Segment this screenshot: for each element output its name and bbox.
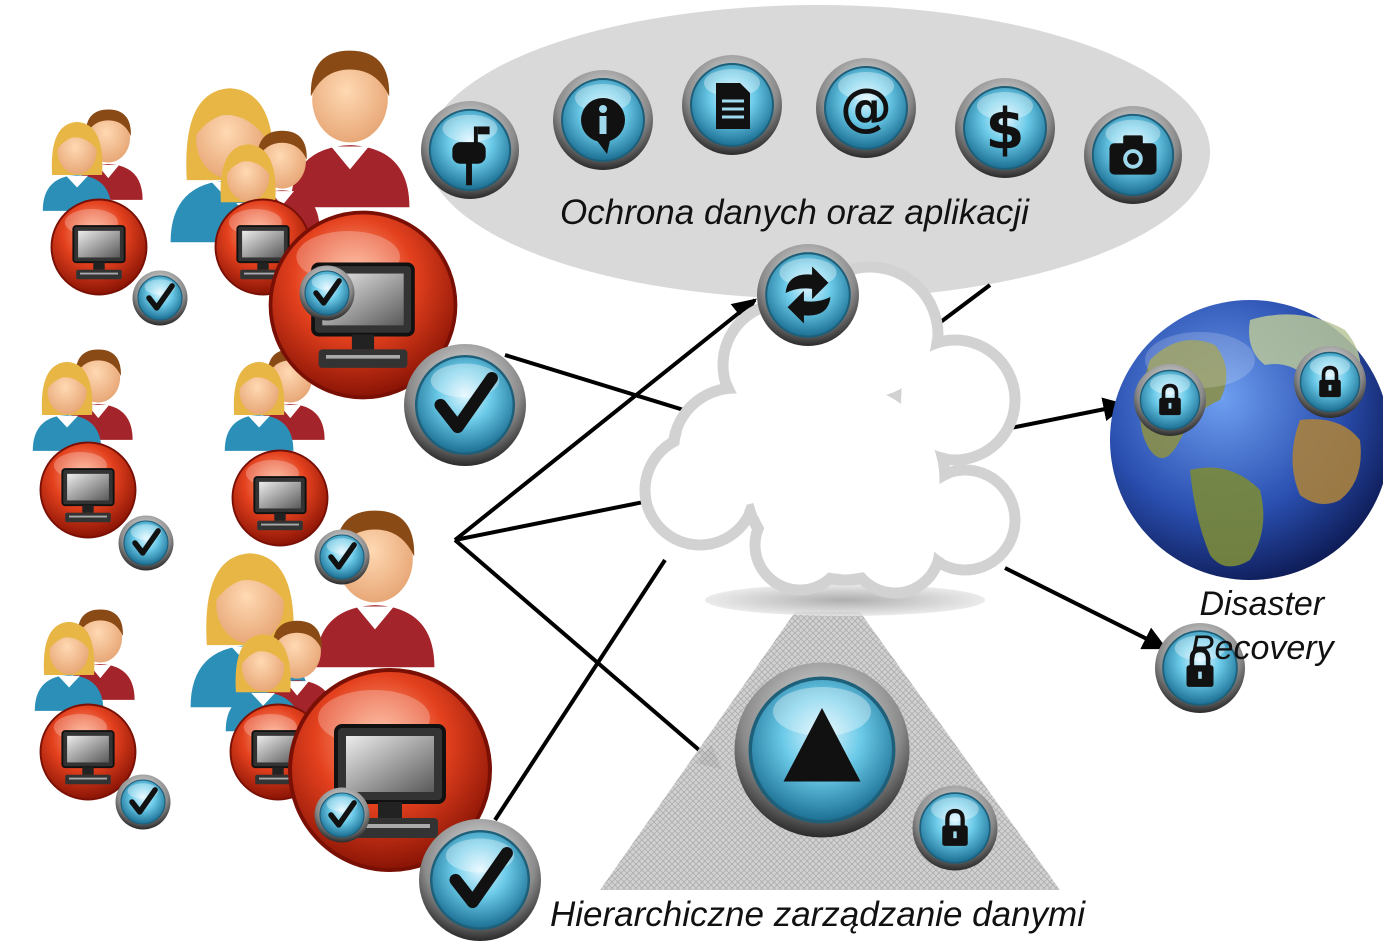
dollar-icon: $ (954, 77, 1056, 179)
sync-icon (755, 242, 861, 348)
disaster-recovery-label-line2: Recovery (1190, 629, 1334, 667)
cloud-icon (639, 261, 1021, 616)
document-icon (681, 54, 783, 156)
svg-text:@: @ (840, 78, 892, 138)
apps-protection-label: Ochrona danych oraz aplikacji (560, 193, 1029, 232)
svg-text:$: $ (986, 97, 1025, 162)
info-icon (552, 69, 654, 171)
eject-triangle-icon (732, 660, 912, 840)
mailbox-icon (420, 100, 520, 200)
globe-icon (1110, 300, 1383, 580)
padlock-icon (911, 784, 999, 872)
padlock-icon (1133, 363, 1207, 437)
at-sign-icon: @ (815, 57, 917, 159)
padlock-icon (1293, 345, 1367, 419)
computer-monitor-icon (39, 198, 492, 872)
disaster-recovery-label-line1: Disaster (1199, 585, 1325, 623)
hsm-label: Hierarchiczne zarządzanie danymi (550, 895, 1085, 934)
disaster-recovery-label: Disaster Recovery (1190, 582, 1334, 670)
camera-icon (1083, 105, 1183, 205)
